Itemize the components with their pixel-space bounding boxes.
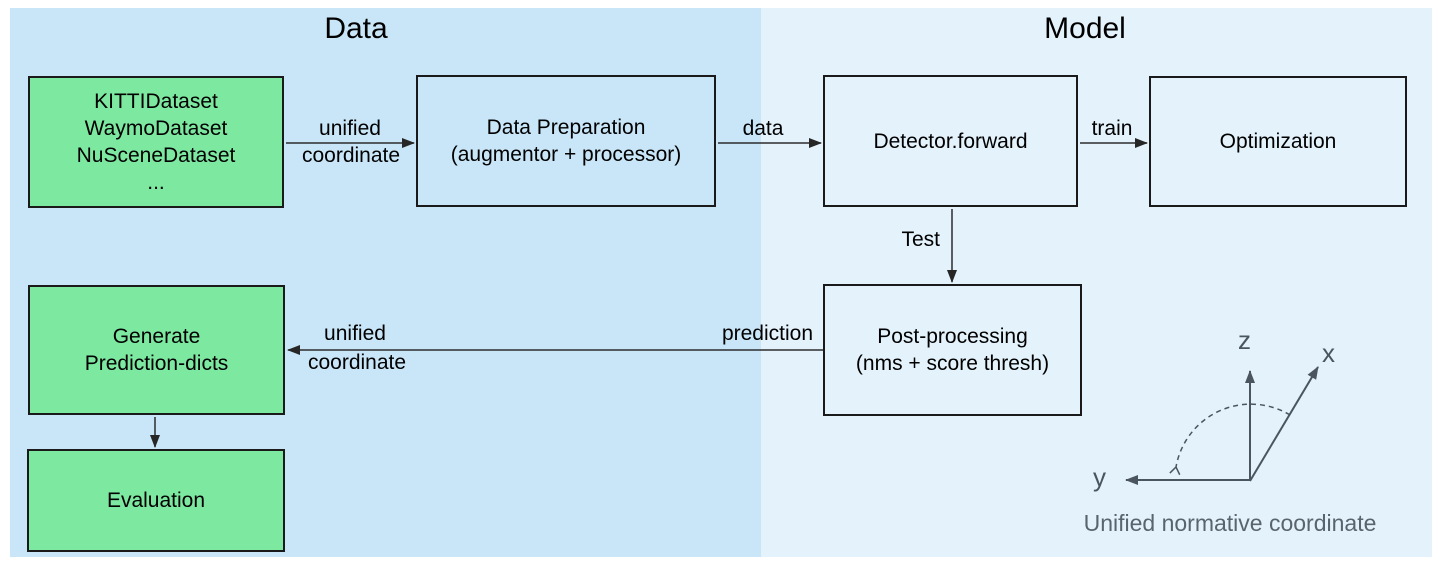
train-arrow-label: train [1091,117,1133,140]
post-processing-line-1: Post-processing [877,325,1028,348]
unified-label-bottom: unified [324,322,386,345]
data-preparation-line-2: (augmentor + processor) [450,143,682,166]
z-axis-label: z [1238,325,1251,355]
y-axis-label: y [1093,462,1106,492]
detector-forward-box: Detector.forward [823,75,1078,207]
model-section-panel [761,8,1432,557]
model-section-title: Model [1044,12,1126,45]
datasets-box: KITTIDataset WaymoDataset NuSceneDataset… [28,76,284,208]
datasets-box-line-3: NuSceneDataset [76,144,236,167]
datasets-box-line-1: KITTIDataset [94,90,218,113]
detector-forward-label: Detector.forward [873,129,1028,153]
evaluation-label: Evaluation [106,489,206,512]
datasets-box-line-2: WaymoDataset [84,117,228,140]
generate-prediction-line-1: Generate [112,325,201,348]
data-preparation-line-1: Data Preparation [486,116,646,139]
generate-prediction-line-2: Prediction-dicts [84,352,229,375]
test-arrow-label: Test [901,228,940,251]
unified-label-top: unified [319,117,381,140]
prediction-arrow-label: prediction [721,322,813,345]
axes-caption: Unified normative coordinate [1083,510,1377,536]
datasets-box-line-4: ... [147,171,165,194]
coordinate-label-top: coordinate [301,144,401,167]
data-arrow-label: data [742,117,784,140]
data-section-title: Data [324,12,388,45]
data-preparation-box: Data Preparation (augmentor + processor) [416,75,716,207]
post-processing-line-2: (nms + score thresh) [855,352,1050,375]
x-axis-label: x [1322,338,1335,368]
coordinate-label-bottom: coordinate [307,351,407,374]
generate-prediction-box: Generate Prediction-dicts [28,285,285,415]
post-processing-box: Post-processing (nms + score thresh) [823,284,1082,416]
optimization-label: Optimization [1219,130,1337,153]
optimization-box: Optimization [1149,76,1407,207]
evaluation-box: Evaluation [27,449,285,552]
